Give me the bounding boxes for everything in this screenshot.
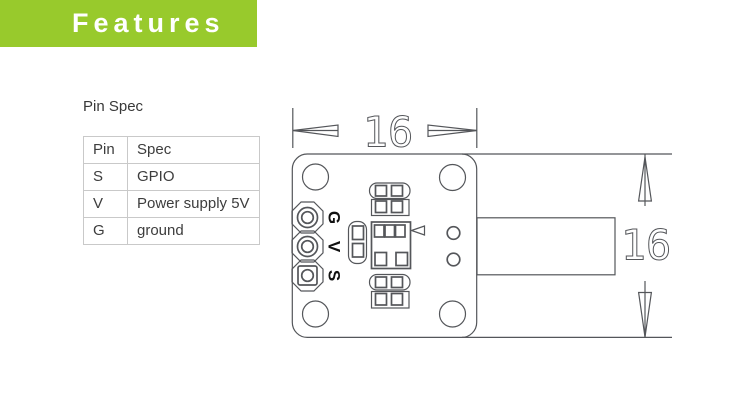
pin-spec-table: Pin Spec S GPIO V Power supply 5V G grou… <box>83 136 260 245</box>
pin-label-g: G <box>325 211 344 224</box>
pin-cell: G <box>83 217 128 245</box>
table-row: S GPIO <box>83 163 260 191</box>
ic-pad <box>373 224 385 238</box>
smd-pad <box>390 292 404 306</box>
pcb-board-outline <box>291 153 478 338</box>
pad-outline <box>370 198 410 217</box>
passive-outline <box>347 220 368 265</box>
pin-connector-s <box>291 259 324 292</box>
smd-pad-group-bottom <box>368 273 411 309</box>
pcb-dimension-drawing: 16 G V S <box>291 107 672 338</box>
smd-pad <box>390 184 404 197</box>
pin-cell: V <box>83 190 128 218</box>
ic-pad <box>374 251 388 267</box>
pin-ring <box>296 235 319 258</box>
mounting-hole-bottom-right <box>438 300 467 328</box>
height-dimension: 16 <box>462 153 672 338</box>
smd-pad <box>351 225 365 241</box>
pcb-board <box>291 153 478 338</box>
table-row: G ground <box>83 217 260 245</box>
pin-octagon <box>291 259 324 292</box>
height-dimension-value: 16 <box>621 221 672 270</box>
features-title: Features <box>72 8 225 38</box>
pin-octagon <box>291 201 324 234</box>
pin-octagon <box>291 230 324 263</box>
dim-arrow-down-icon <box>637 291 653 338</box>
ic-pad <box>394 224 406 238</box>
mounting-hole-top-right <box>438 163 467 192</box>
smd-pad <box>351 242 365 258</box>
width-dimension: 16 <box>292 107 478 157</box>
smd-pad <box>374 276 388 289</box>
mounting-hole-bottom-left <box>301 300 330 328</box>
column-header-spec: Spec <box>127 136 260 164</box>
pin-square-pad <box>297 265 318 286</box>
via-hole-upper <box>446 225 461 241</box>
pin-header: G V S <box>291 201 344 292</box>
pin-connector-v <box>291 230 324 263</box>
pad-stadium-outline <box>368 182 411 200</box>
center-components <box>347 220 426 270</box>
mounting-hole-top-left <box>301 163 330 191</box>
smd-pad <box>390 276 404 289</box>
pin-hole <box>300 268 315 283</box>
pin-connector-g <box>291 201 324 234</box>
smd-pad <box>390 200 404 214</box>
dim-arrow-up-icon <box>637 156 653 202</box>
spec-cell: ground <box>127 217 260 245</box>
smd-pad <box>374 184 388 197</box>
smd-pad <box>374 292 388 306</box>
pin-hole <box>300 239 315 254</box>
component-side-view <box>476 217 616 276</box>
spec-cell: Power supply 5V <box>127 190 260 218</box>
spec-cell: GPIO <box>127 163 260 191</box>
smd-pad <box>374 200 388 214</box>
ic-pad <box>384 224 396 238</box>
table-header-row: Pin Spec <box>83 136 260 164</box>
ic-pad <box>395 251 409 267</box>
pin-hole <box>300 210 315 225</box>
pin-spec-heading: Pin Spec <box>83 98 144 115</box>
pin1-marker-triangle-icon <box>409 225 426 236</box>
smd-pad-group-top <box>368 182 411 217</box>
pad-stadium-outline <box>368 273 411 291</box>
features-banner: Features <box>0 0 257 47</box>
pin-label-v: V <box>325 241 344 253</box>
via-hole-lower <box>446 252 461 267</box>
table-row: V Power supply 5V <box>83 190 260 218</box>
ic-footprint-outline <box>370 221 412 270</box>
pin-label-s: S <box>325 270 344 281</box>
column-header-pin: Pin <box>83 136 128 164</box>
pad-outline <box>370 290 410 309</box>
pin-ring <box>296 206 319 229</box>
width-dimension-value: 16 <box>363 108 414 157</box>
pin-cell: S <box>83 163 128 191</box>
